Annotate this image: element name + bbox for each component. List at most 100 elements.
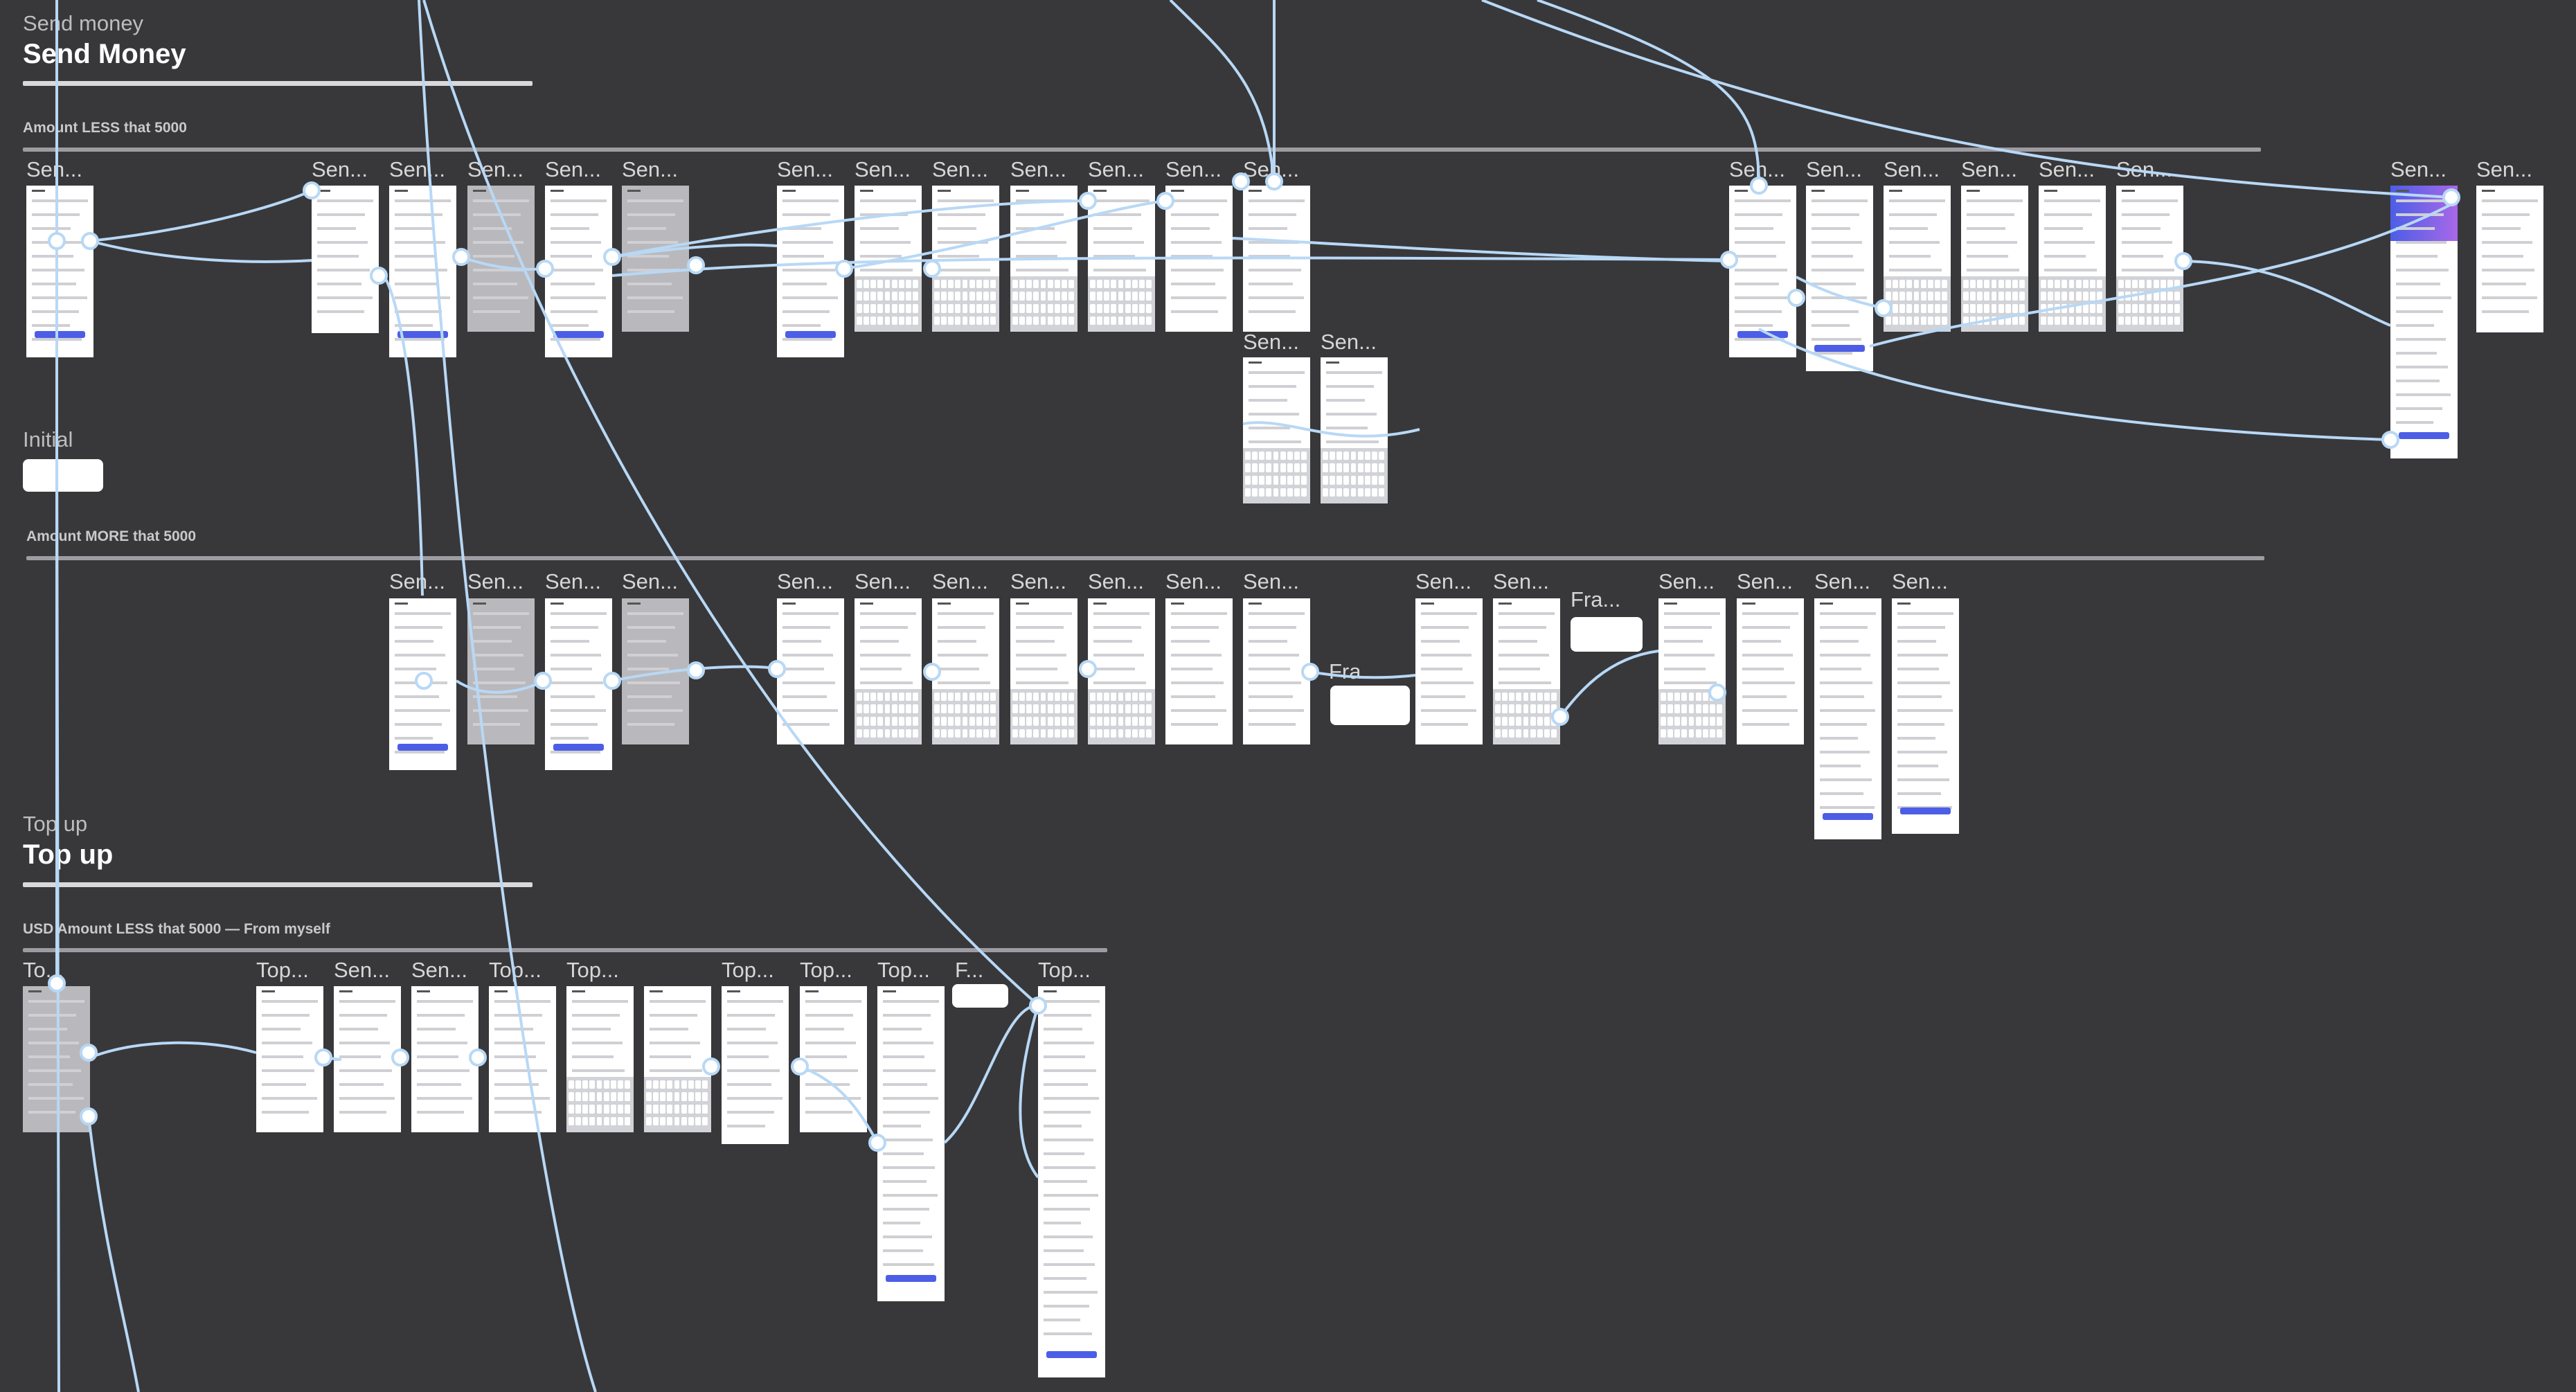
- section-label-initial[interactable]: Initial: [23, 427, 73, 452]
- phone-screen-thumbnail[interactable]: [23, 986, 90, 1132]
- frame-name-label[interactable]: Sen...: [411, 958, 467, 982]
- phone-screen-thumbnail[interactable]: [644, 986, 711, 1132]
- frame-name-label[interactable]: Sen...: [334, 958, 390, 982]
- initial-note[interactable]: [23, 459, 103, 492]
- phone-screen-thumbnail[interactable]: [334, 986, 401, 1132]
- phone-screen-thumbnail[interactable]: [777, 186, 844, 357]
- phone-screen-thumbnail[interactable]: [411, 986, 478, 1132]
- phone-screen-thumbnail[interactable]: [722, 986, 789, 1144]
- frame-name-label[interactable]: Sen...: [1243, 569, 1299, 594]
- frame-name-label[interactable]: Top...: [800, 958, 852, 982]
- phone-screen-thumbnail[interactable]: [1658, 598, 1726, 744]
- phone-screen-thumbnail[interactable]: [1038, 986, 1105, 1377]
- frame-name-label[interactable]: Sen...: [467, 569, 524, 594]
- frame-name-label[interactable]: Sen...: [1658, 569, 1715, 594]
- phone-screen-thumbnail[interactable]: [1321, 357, 1388, 503]
- frame-name-label[interactable]: Sen...: [777, 569, 833, 594]
- frame-name-label[interactable]: Sen...: [1010, 569, 1066, 594]
- group-label-amount-more[interactable]: Amount MORE that 5000: [26, 528, 197, 544]
- frame-name-label[interactable]: Sen...: [545, 569, 601, 594]
- connector-wire: [1019, 1005, 1039, 1179]
- frame-name-label[interactable]: Sen...: [1088, 569, 1144, 594]
- frame-name-label[interactable]: Sen...: [622, 157, 678, 181]
- frame-name-label[interactable]: Sen...: [1892, 569, 1948, 594]
- phone-screen-thumbnail[interactable]: [1814, 598, 1881, 839]
- phone-screen-thumbnail[interactable]: [545, 598, 612, 770]
- section-label-send-money[interactable]: Send money: [23, 11, 144, 35]
- phone-screen-thumbnail[interactable]: [1892, 598, 1959, 834]
- frame-name-label[interactable]: Sen...: [855, 569, 911, 594]
- frame-name-label[interactable]: Sen...: [932, 569, 988, 594]
- phone-screen-thumbnail[interactable]: [1729, 186, 1796, 357]
- phone-screen-thumbnail[interactable]: [622, 186, 689, 332]
- frame-name-label[interactable]: Sen...: [26, 157, 82, 181]
- frame-name-label[interactable]: Sen...: [1806, 157, 1862, 181]
- phone-screen-thumbnail[interactable]: [1737, 598, 1804, 744]
- phone-screen-thumbnail[interactable]: [467, 186, 535, 332]
- frame-name-label[interactable]: Sen...: [389, 157, 445, 181]
- phone-screen-thumbnail[interactable]: [1493, 598, 1560, 744]
- phone-screen-thumbnail[interactable]: [312, 186, 379, 333]
- phone-screen-thumbnail[interactable]: [566, 986, 634, 1132]
- frame-name-label[interactable]: Top...: [256, 958, 309, 982]
- frame-name-label[interactable]: Sen...: [1165, 157, 1222, 181]
- section-title-top-up[interactable]: Top up: [23, 839, 114, 870]
- annotation-note[interactable]: [1330, 686, 1410, 725]
- phone-screen-thumbnail[interactable]: [855, 598, 922, 744]
- frame-name-label[interactable]: F...: [955, 958, 984, 982]
- phone-screen-thumbnail[interactable]: [1243, 598, 1310, 744]
- frame-name-label[interactable]: Sen...: [312, 157, 368, 181]
- phone-screen-thumbnail[interactable]: [1806, 186, 1873, 371]
- frame-name-label[interactable]: Sen...: [1243, 330, 1299, 354]
- phone-screen-thumbnail[interactable]: [1088, 598, 1155, 744]
- frame-name-label[interactable]: Top...: [1038, 958, 1091, 982]
- frame-name-label[interactable]: Fra...: [1571, 587, 1621, 612]
- frame-name-label[interactable]: Sen...: [1961, 157, 2017, 181]
- frame-name-label[interactable]: Sen...: [467, 157, 524, 181]
- frame-name-label[interactable]: Sen...: [622, 569, 678, 594]
- phone-screen-thumbnail[interactable]: [2390, 186, 2458, 458]
- phone-screen-thumbnail[interactable]: [1243, 357, 1310, 503]
- frame-name-label[interactable]: Fra...: [1329, 659, 1379, 684]
- frame-name-label[interactable]: Sen...: [1010, 157, 1066, 181]
- phone-screen-thumbnail[interactable]: [1884, 186, 1951, 332]
- frame-name-label[interactable]: Sen...: [1737, 569, 1793, 594]
- section-label-top-up[interactable]: Top up: [23, 812, 88, 836]
- frame-name-label[interactable]: Sen...: [1415, 569, 1472, 594]
- phone-screen-thumbnail[interactable]: [877, 986, 945, 1301]
- phone-screen-thumbnail[interactable]: [855, 186, 922, 332]
- frame-name-label[interactable]: Sen...: [1321, 330, 1377, 354]
- phone-screen-thumbnail[interactable]: [1415, 598, 1483, 744]
- phone-screen-thumbnail[interactable]: [1165, 598, 1233, 744]
- phone-screen-thumbnail[interactable]: [932, 598, 999, 744]
- phone-screen-thumbnail[interactable]: [2039, 186, 2106, 332]
- frame-name-label[interactable]: Sen...: [2390, 157, 2447, 181]
- frame-name-label[interactable]: Top...: [566, 958, 619, 982]
- phone-screen-thumbnail[interactable]: [489, 986, 556, 1132]
- frame-name-label[interactable]: Sen...: [545, 157, 601, 181]
- frame-name-label[interactable]: Sen...: [1814, 569, 1870, 594]
- frame-name-label[interactable]: Sen...: [1088, 157, 1144, 181]
- frame-name-label[interactable]: Sen...: [1165, 569, 1222, 594]
- frame-name-label[interactable]: Top...: [722, 958, 774, 982]
- group-label-amount-less[interactable]: Amount LESS that 5000: [23, 120, 187, 136]
- phone-screen-thumbnail[interactable]: [2476, 186, 2543, 332]
- annotation-note[interactable]: [952, 984, 1008, 1008]
- frame-name-label[interactable]: Sen...: [1493, 569, 1549, 594]
- annotation-note[interactable]: [1571, 617, 1643, 652]
- phone-screen-thumbnail[interactable]: [256, 986, 323, 1132]
- frame-name-label[interactable]: Top...: [877, 958, 930, 982]
- phone-screen-thumbnail[interactable]: [777, 598, 844, 744]
- frame-name-label[interactable]: Sen...: [1884, 157, 1940, 181]
- phone-screen-thumbnail[interactable]: [1010, 598, 1077, 744]
- section-title-send-money[interactable]: Send Money: [23, 39, 186, 69]
- phone-screen-thumbnail[interactable]: [545, 186, 612, 357]
- frame-name-label[interactable]: Sen...: [855, 157, 911, 181]
- phone-screen-thumbnail[interactable]: [1961, 186, 2028, 332]
- frame-name-label[interactable]: Sen...: [932, 157, 988, 181]
- frame-name-label[interactable]: Sen...: [2476, 157, 2532, 181]
- frame-name-label[interactable]: Sen...: [389, 569, 445, 594]
- phone-screen-thumbnail[interactable]: [467, 598, 535, 744]
- frame-name-label[interactable]: Sen...: [777, 157, 833, 181]
- group-label-usd-amount[interactable]: USD Amount LESS that 5000 — From myself: [23, 921, 330, 937]
